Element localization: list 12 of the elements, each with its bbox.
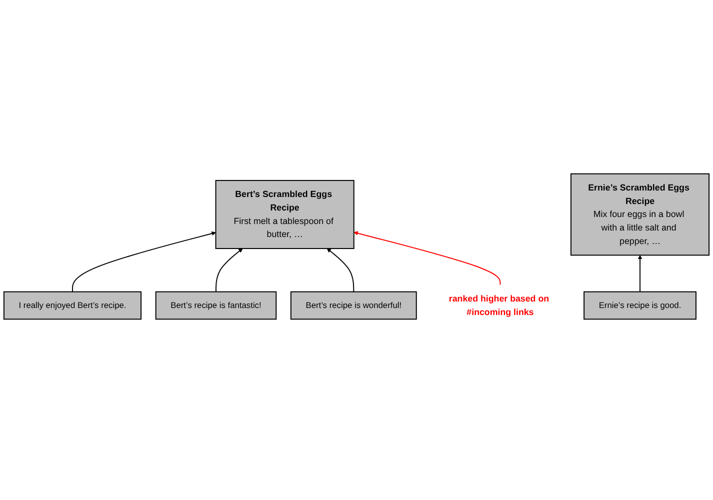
node-box: Bert’s recipe is wonderful! [290, 291, 417, 320]
arrow [638, 254, 642, 292]
node-box: Ernie’s recipe is good. [584, 291, 696, 320]
arrow [326, 248, 354, 292]
node-text: ranked higher based on #incoming links [448, 294, 550, 317]
arrow [72, 231, 216, 292]
arrow [215, 248, 243, 292]
node-box: Bert’s recipe is fantastic! [155, 291, 277, 320]
node-box: Bert’s Scrambled Eggs Recipe First melt a tablespoon of butter, … [215, 180, 354, 250]
node-box: Ernie’s Scrambled Eggs Recipe Mix four eggs in a bowl with a little salt and pepper, … [570, 173, 710, 256]
arrow [354, 231, 501, 286]
node-box: I really enjoyed Bert’s recipe. [3, 291, 142, 320]
